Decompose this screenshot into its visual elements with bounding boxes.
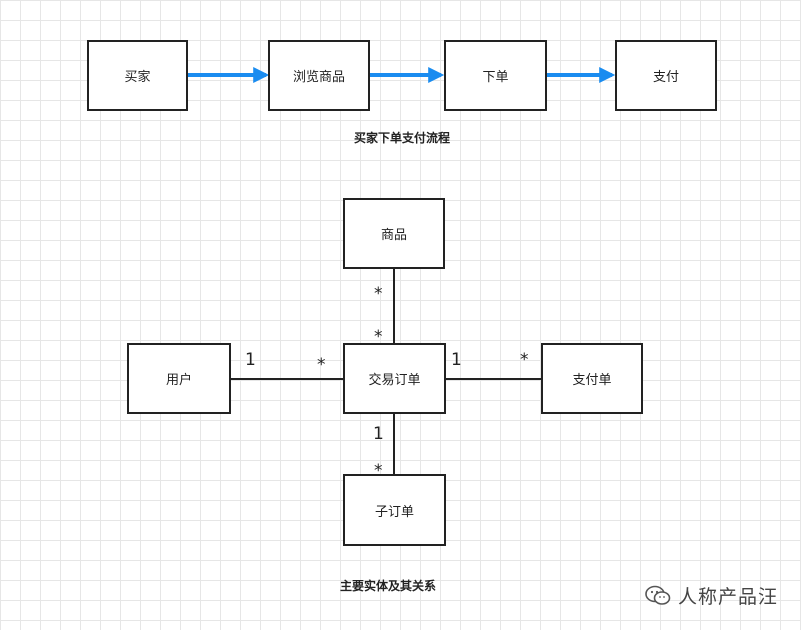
entity-product: 商品 (343, 198, 445, 269)
wechat-icon (645, 585, 671, 605)
flow-node-browse: 浏览商品 (268, 40, 370, 111)
mult-trade-side-payment: 1 (451, 350, 462, 370)
mult-trade-side-product: * (374, 327, 383, 347)
mult-payment-side: * (520, 350, 529, 370)
flow-caption: 买家下单支付流程 (354, 131, 451, 145)
mult-product-side: * (374, 284, 383, 304)
entity-payment-label: 支付单 (572, 373, 612, 388)
flow-node-buyer: 买家 (87, 40, 188, 111)
flow-node-order-label: 下单 (482, 70, 509, 85)
mult-user-side: 1 (245, 350, 256, 370)
entity-user: 用户 (127, 343, 231, 414)
mult-suborder-side: * (374, 461, 383, 481)
flow-node-buyer-label: 买家 (124, 70, 151, 85)
entity-payment: 支付单 (541, 343, 643, 414)
entity-user-label: 用户 (165, 373, 192, 388)
watermark: 人称产品汪 (644, 582, 778, 609)
flow-node-pay-label: 支付 (652, 70, 679, 85)
entity-product-label: 商品 (380, 228, 407, 243)
entity-suborder: 子订单 (343, 474, 446, 546)
flow-node-order: 下单 (444, 40, 547, 111)
flow-node-browse-label: 浏览商品 (292, 70, 345, 85)
mult-trade-side-user: * (317, 355, 326, 375)
entity-caption: 主要实体及其关系 (340, 579, 437, 593)
mult-trade-side-suborder: 1 (373, 424, 384, 444)
entity-trade: 交易订单 (343, 343, 446, 414)
entity-suborder-label: 子订单 (374, 504, 414, 520)
flow-node-pay: 支付 (615, 40, 717, 111)
entity-trade-label: 交易订单 (368, 373, 421, 388)
watermark-text: 人称产品汪 (678, 586, 779, 608)
